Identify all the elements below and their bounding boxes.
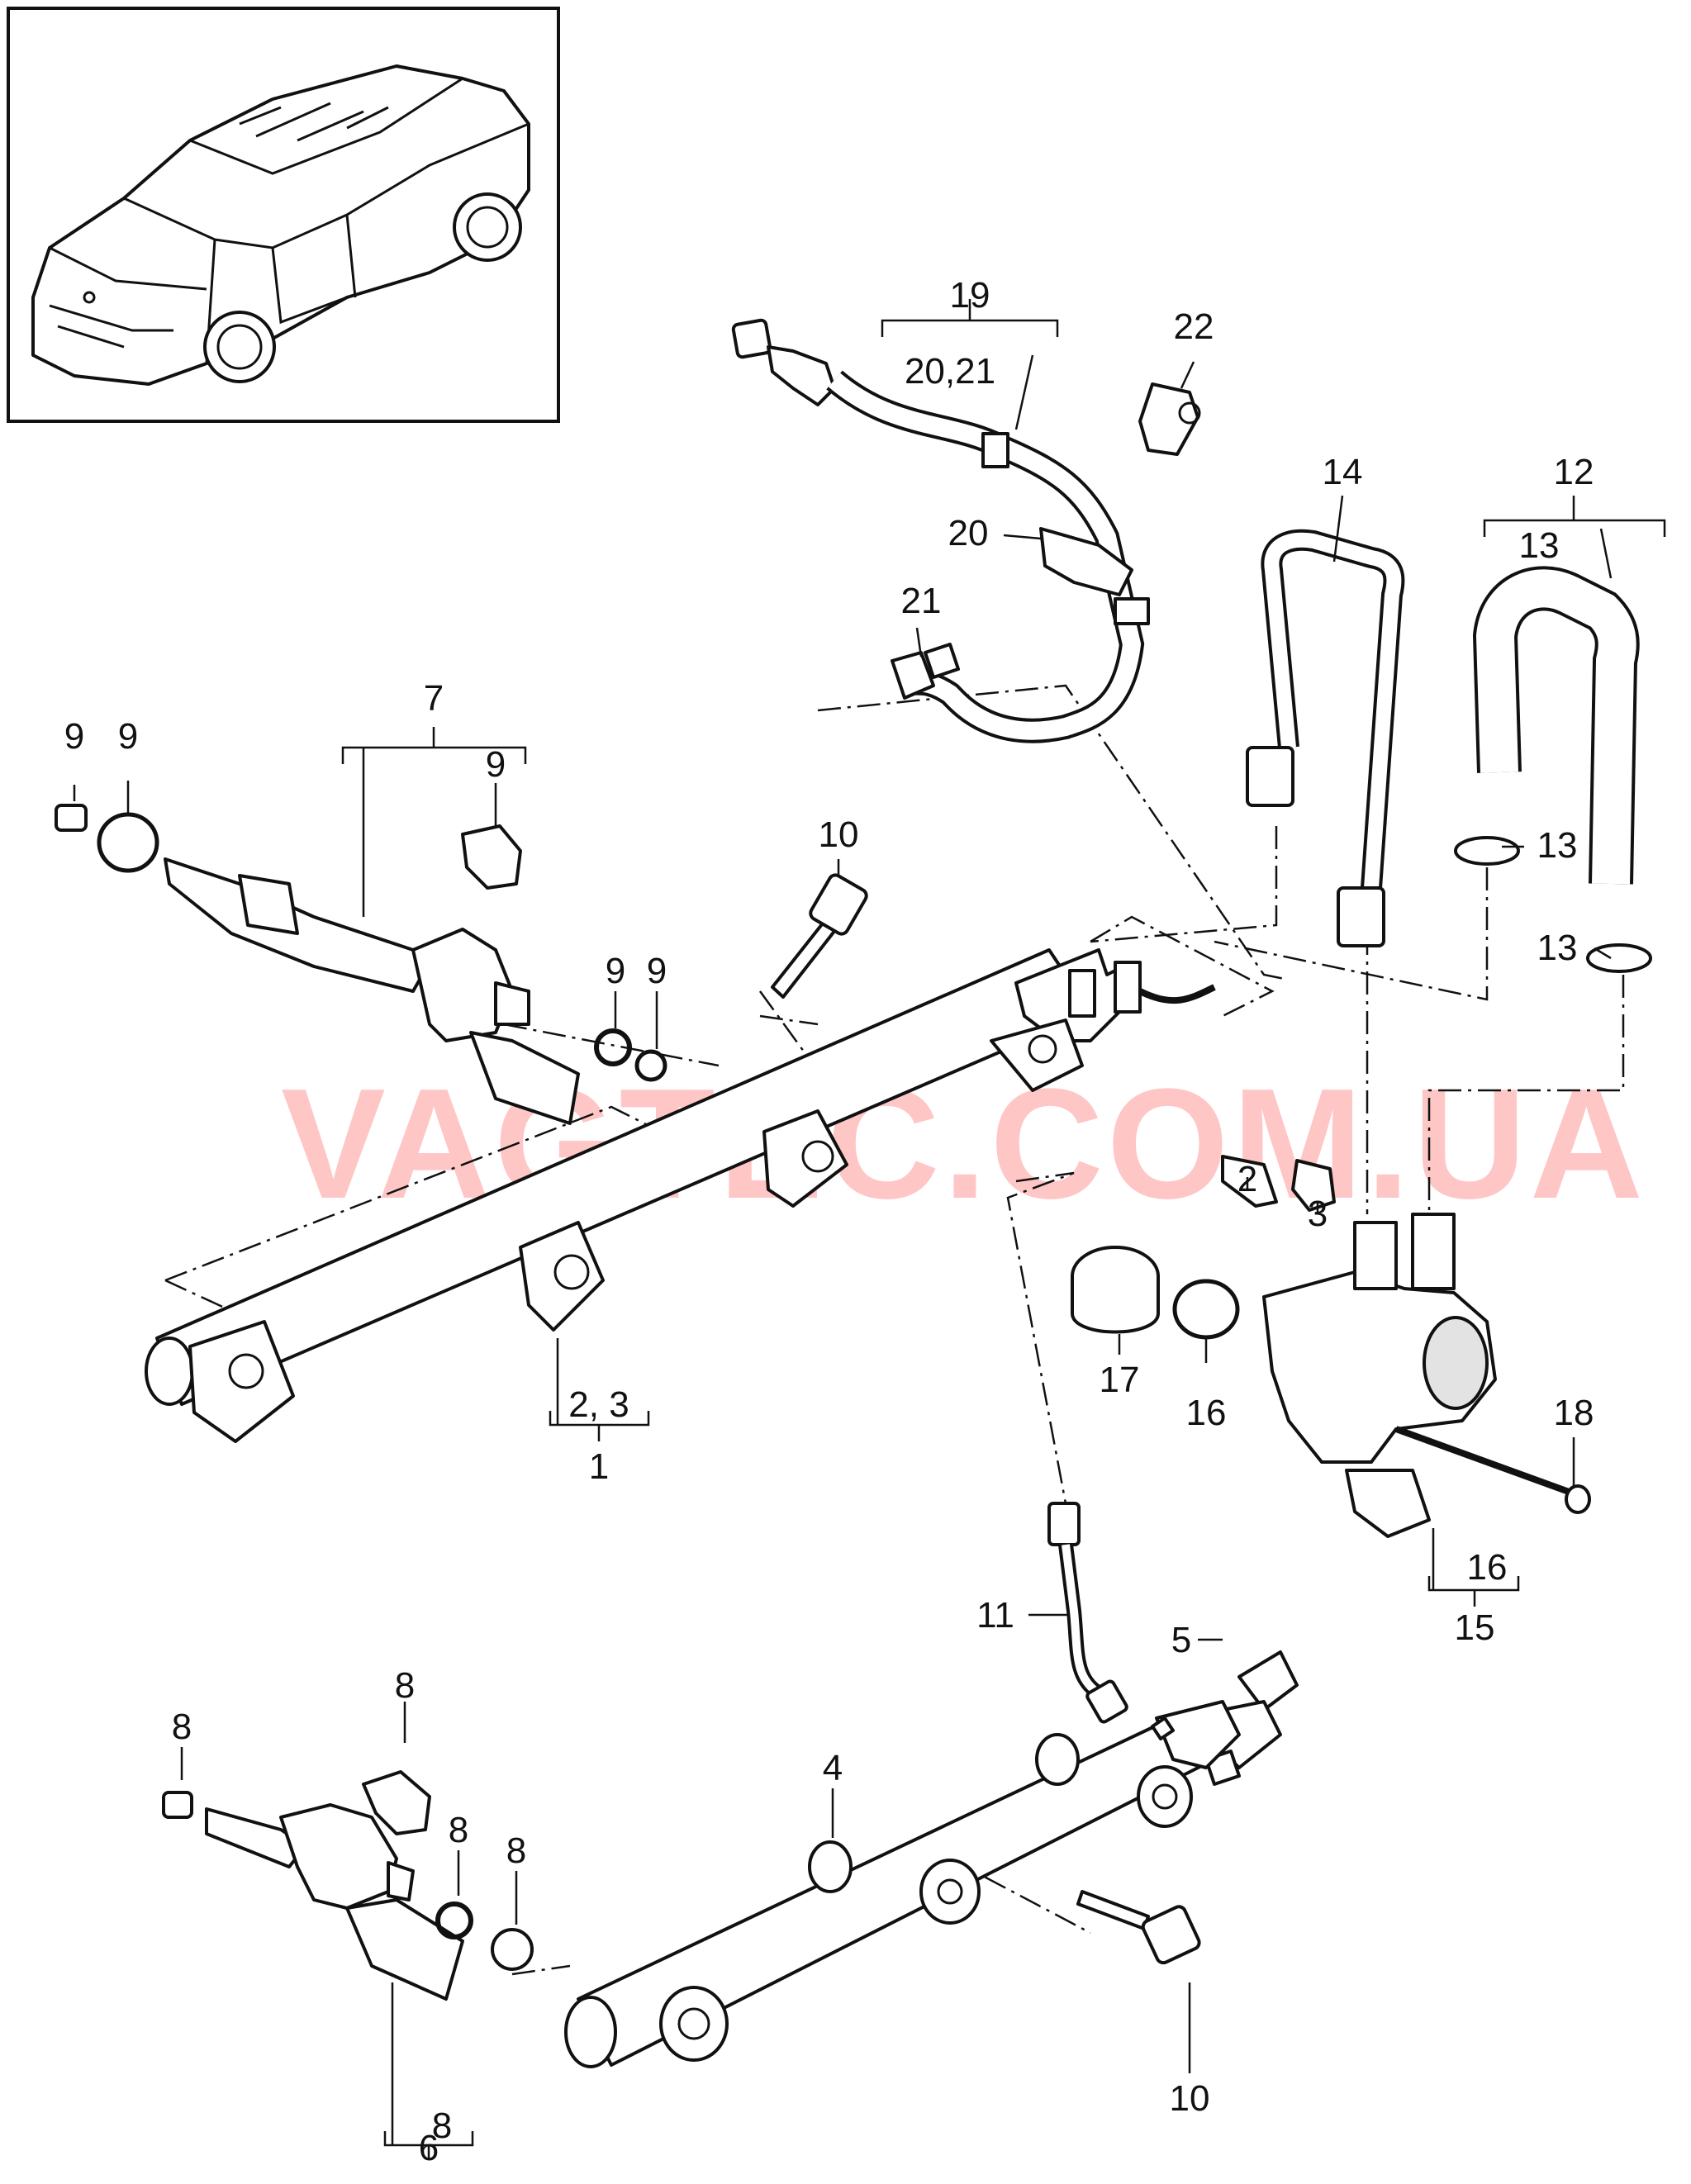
callout-2: 2 bbox=[1237, 1159, 1257, 1199]
leader-lines bbox=[73, 299, 1666, 2160]
callout-16-b: 16 bbox=[1467, 1547, 1508, 1588]
callout-16-a: 16 bbox=[1186, 1393, 1227, 1433]
bolt-icon bbox=[771, 873, 868, 999]
fuel-injector-icon bbox=[55, 804, 667, 1125]
callout-8-e: 8 bbox=[432, 2106, 452, 2146]
callout-6: 6 bbox=[419, 2128, 439, 2168]
callout-14: 14 bbox=[1323, 452, 1363, 492]
retaining-clip-icon bbox=[461, 824, 522, 890]
callout-10-top: 10 bbox=[819, 814, 859, 855]
callout-13-clamp-b: 13 bbox=[1537, 928, 1578, 968]
callout-7: 7 bbox=[424, 678, 444, 719]
wiring-harness-icon bbox=[731, 318, 1201, 743]
callout-1: 1 bbox=[589, 1446, 609, 1487]
callout-22: 22 bbox=[1174, 306, 1214, 347]
callout-20-21: 20,21 bbox=[905, 351, 995, 392]
callout-8-a: 8 bbox=[395, 1665, 415, 1706]
callout-8-c: 8 bbox=[449, 1810, 468, 1850]
retaining-clip-icon bbox=[362, 1770, 431, 1835]
callout-4: 4 bbox=[823, 1748, 843, 1788]
callout-10-bottom: 10 bbox=[1170, 2078, 1210, 2119]
fuel-rail-icon bbox=[145, 948, 1216, 1443]
fitting-icon bbox=[1221, 1155, 1336, 1212]
callout-17: 17 bbox=[1100, 1360, 1140, 1400]
callout-3: 3 bbox=[1308, 1194, 1328, 1234]
callout-8-b: 8 bbox=[172, 1707, 192, 1747]
callout-9-d: 9 bbox=[606, 951, 625, 991]
callout-2-3: 2, 3 bbox=[568, 1384, 629, 1425]
callout-19: 19 bbox=[950, 275, 990, 316]
fuel-injector-icon bbox=[162, 1770, 534, 2001]
callout-5: 5 bbox=[1171, 1620, 1191, 1660]
callout-21: 21 bbox=[901, 581, 942, 621]
callout-9-a: 9 bbox=[64, 716, 84, 757]
callout-13-clamp-a: 13 bbox=[1537, 825, 1578, 866]
callout-15: 15 bbox=[1455, 1607, 1495, 1648]
callout-20: 20 bbox=[948, 513, 989, 553]
hose-clamp-icon bbox=[1586, 943, 1652, 973]
fuel-line-icon bbox=[1047, 1502, 1128, 1724]
pressure-sensor-icon bbox=[1204, 1650, 1299, 1786]
callout-8-d: 8 bbox=[506, 1830, 526, 1871]
callout-13-top: 13 bbox=[1519, 525, 1560, 566]
fuel-rail-icon bbox=[564, 1700, 1241, 2068]
callout-12: 12 bbox=[1554, 452, 1594, 492]
hose-icon bbox=[1454, 566, 1652, 973]
callout-9-c: 9 bbox=[486, 744, 506, 785]
callout-18: 18 bbox=[1554, 1393, 1594, 1433]
callout-9-e: 9 bbox=[647, 951, 667, 991]
callout-9-b: 9 bbox=[118, 716, 138, 757]
hose-clamp-icon bbox=[1454, 836, 1520, 866]
callout-11: 11 bbox=[976, 1595, 1014, 1636]
fuel-line-icon bbox=[1246, 529, 1405, 947]
callout-labels: 19 20,21 22 20 21 14 12 13 13 13 7 9 9 9… bbox=[64, 275, 1594, 2168]
high-pressure-pump-icon bbox=[1071, 1213, 1591, 1538]
vehicle-thumbnail-icon bbox=[7, 7, 560, 423]
bolt-icon bbox=[1076, 1890, 1201, 1965]
